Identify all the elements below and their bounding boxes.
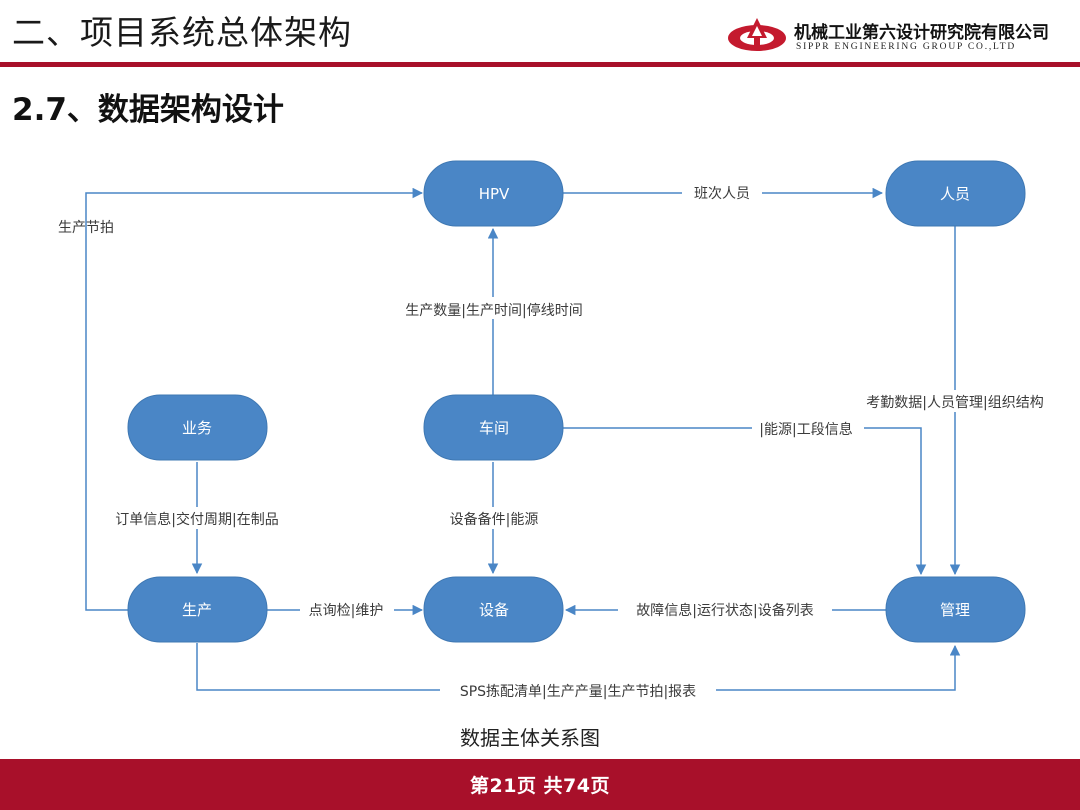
node-business	[127, 394, 268, 461]
edge-production-to-hpv	[85, 187, 424, 611]
edge-label-production-metrics: 生产数量|生产时间|停线时间	[405, 302, 582, 319]
edge-label-sps-report: SPS拣配清单|生产产量|生产节拍|报表	[460, 684, 696, 700]
node-personnel	[885, 160, 1026, 227]
node-equipment	[423, 576, 564, 643]
page-number: 第21页 共74页	[470, 775, 610, 797]
node-management	[885, 576, 1026, 643]
edge-label-order-info: 订单信息|交付周期|在制品	[115, 511, 278, 528]
company-logo-icon	[728, 18, 786, 51]
header-divider	[0, 62, 1080, 67]
node-label-hpv: HPV	[479, 185, 510, 203]
node-workshop	[423, 394, 564, 461]
footer-bar: 第21页 共74页	[0, 759, 1080, 810]
node-production	[127, 576, 268, 643]
edge-label-shift-personnel: 班次人员	[694, 186, 750, 202]
node-label-personnel: 人员	[940, 185, 970, 203]
node-label-management: 管理	[940, 601, 970, 619]
slide-subtitle: 2.7、数据架构设计	[12, 92, 284, 128]
data-entity-diagram: 生产节拍 班次人员 生产数量|生产时间|停线时间 考勤数据|人员管理|组织结构 …	[58, 160, 1044, 700]
company-name-en: SIPPR ENGINEERING GROUP CO.,LTD	[796, 42, 1017, 52]
node-label-workshop: 车间	[479, 419, 509, 437]
edge-label-fault-info: 故障信息|运行状态|设备列表	[636, 602, 813, 619]
node-label-production: 生产	[182, 601, 212, 619]
header: 二、项目系统总体架构 机械工业第六设计研究院有限公司 SIPPR ENGINEE…	[0, 0, 1080, 70]
node-label-business: 业务	[182, 419, 212, 437]
edge-label-production-rhythm: 生产节拍	[58, 220, 114, 236]
company-name-cn: 机械工业第六设计研究院有限公司	[794, 23, 1049, 43]
edge-label-attendance: 考勤数据|人员管理|组织结构	[866, 395, 1043, 411]
edge-label-energy-section: |能源|工段信息	[759, 421, 852, 438]
section-title: 二、项目系统总体架构	[12, 13, 352, 52]
edge-label-equipment-energy: 设备备件|能源	[450, 511, 539, 528]
edge-workshop-to-management	[562, 427, 927, 576]
edge-label-inspection: 点询检|维护	[309, 603, 384, 619]
node-label-equipment: 设备	[479, 601, 509, 619]
node-hpv	[423, 160, 564, 227]
diagram-caption: 数据主体关系图	[460, 726, 600, 750]
